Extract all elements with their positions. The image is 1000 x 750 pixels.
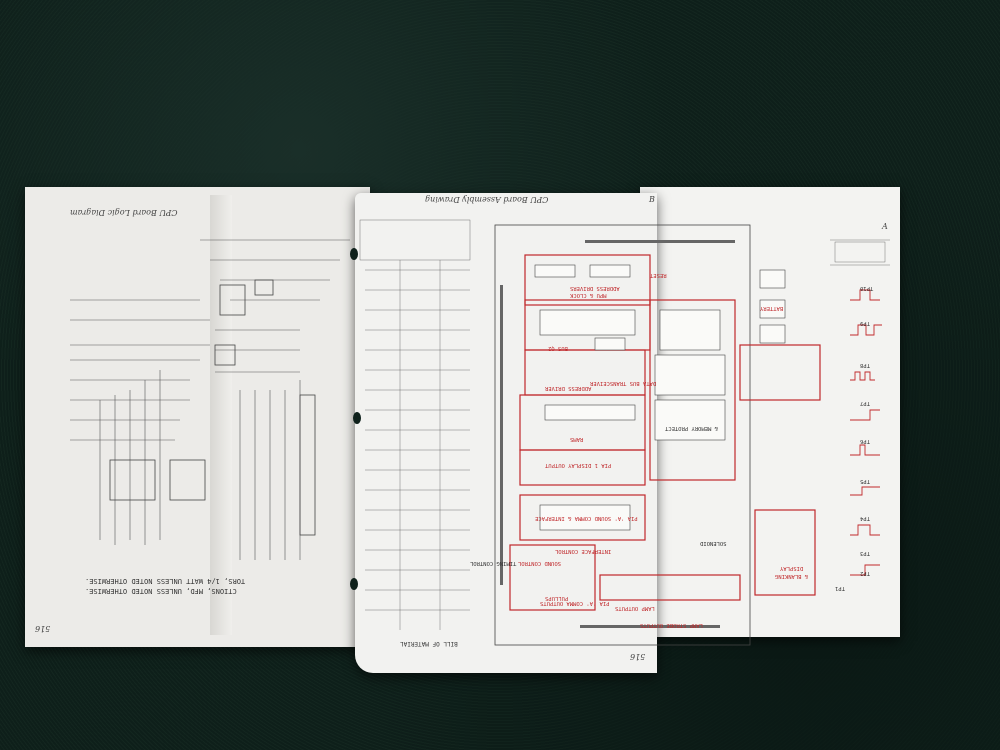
test-point-label: TP1 — [835, 585, 845, 591]
label-timing: TIMING CONTROL — [470, 560, 517, 566]
label-lamp-outputs: LAMP OUTPUTS — [615, 605, 655, 611]
label-solenoid: SOLENOID — [700, 540, 727, 546]
test-point-label: TP5 — [860, 478, 870, 484]
test-point-label: TP6 — [860, 438, 870, 444]
note-resistors: TORS, 1/4 WATT UNLESS NOTED OTHERWISE. — [85, 577, 246, 585]
test-point-label: TP3 — [860, 550, 870, 556]
page-fold — [210, 195, 232, 635]
test-point-label: TP2 — [860, 570, 870, 576]
left-page-number: 516 — [35, 624, 51, 633]
note-capacitors: CTIONS, MFD, UNLESS NOTED OTHERWISE. — [85, 587, 237, 595]
label-interface: INTERFACE CONTROL — [555, 548, 612, 554]
label-address-drivers: ADDRESS DRIVERS — [570, 285, 620, 291]
test-point-label: TP8 — [860, 362, 870, 368]
binder-hole — [350, 578, 358, 590]
right-page-letter: A — [882, 222, 888, 231]
label-pia-sound: PIA 'A' SOUND COMMA & INTERFACE — [535, 515, 638, 521]
label-sound-control: SOUND CONTROL — [518, 560, 562, 566]
label-bus-q2: BUS Q2 — [548, 345, 568, 351]
label-memory: & MEMORY PROTECT — [665, 425, 718, 431]
label-reset: RESET — [650, 272, 667, 278]
middle-page-title: CPU Board Assembly Drawing — [425, 195, 549, 204]
label-lamp-strobe: LAMP STROBE OUTPUTS — [640, 622, 703, 628]
middle-page-letter: B — [649, 195, 655, 204]
middle-page-number: 516 — [630, 652, 646, 661]
label-battery: BATTERY — [760, 305, 784, 311]
test-point-label: TP7 — [860, 400, 870, 406]
label-blanking: & BLANKING — [775, 573, 809, 579]
label-address-driver: ADDRESS DRIVER — [545, 385, 592, 391]
binder-hole — [350, 248, 358, 260]
binder-hole — [353, 412, 361, 424]
test-point-label: TP4 — [860, 515, 870, 521]
label-display: DISPLAY — [780, 565, 804, 571]
test-point-label: TP10 — [860, 285, 874, 291]
label-rams: RAMS — [570, 436, 584, 442]
label-mpu-clock: MPU & CLOCK — [570, 292, 607, 298]
test-point-label: TP9 — [860, 320, 870, 326]
bill-title: BILL OF MATERIAL — [400, 640, 458, 647]
left-page-logic-diagram — [25, 187, 370, 647]
label-pia1: PIA 1 DISPLAY OUTPUT — [545, 462, 612, 468]
label-pullups: PULLUPS — [545, 595, 569, 601]
label-data-bus: DATA BUS TRANSCEIVER — [590, 380, 657, 386]
left-page-title: CPU Board Logic Diagram — [70, 208, 178, 217]
